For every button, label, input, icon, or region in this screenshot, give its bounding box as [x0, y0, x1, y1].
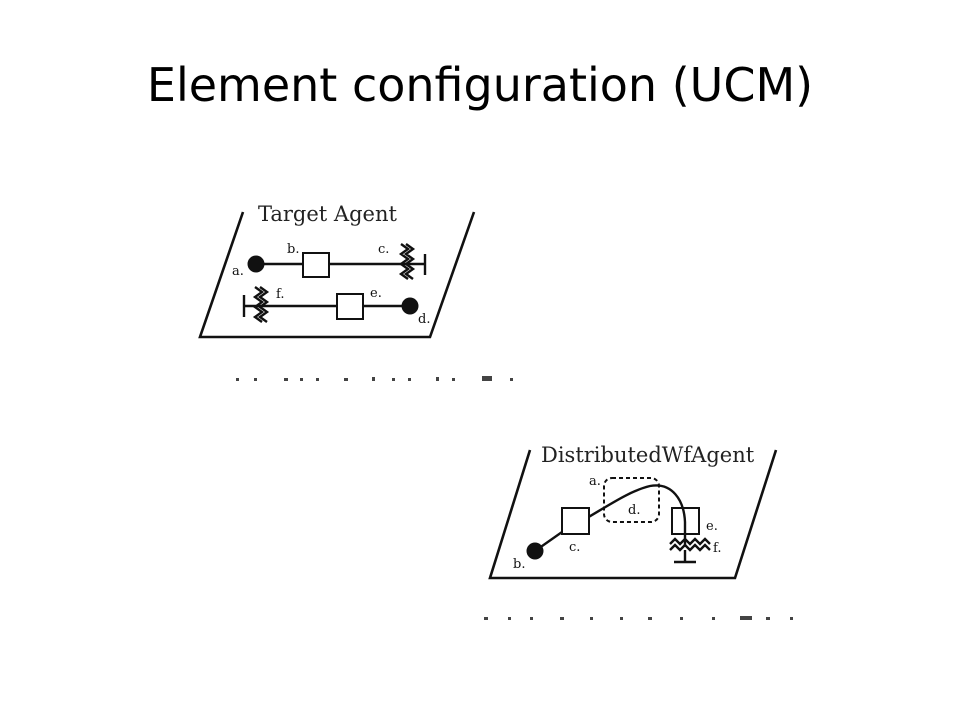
- bottom-start-point: [526, 542, 544, 560]
- bottom-stub-f: [669, 537, 711, 552]
- bottom-responsibility-e: [671, 507, 700, 535]
- bottom-cropped-caption: [484, 616, 793, 620]
- top-label-e: e.: [370, 286, 382, 301]
- top-label-d: d.: [418, 312, 430, 327]
- top-agent-frame: [198, 211, 476, 339]
- bottom-label-f: f.: [713, 541, 721, 556]
- top-start-point: [247, 255, 265, 273]
- bottom-diagram: DistributedWfAgent b. c. a. d. e. f.: [484, 443, 793, 620]
- top-label-b: b.: [287, 242, 299, 257]
- bottom-label-b: b.: [513, 557, 525, 572]
- top-diagram: Target Agent a. b. c. d. e. f.: [198, 202, 513, 381]
- top-stub-f: [252, 286, 270, 323]
- bottom-agent-name: DistributedWfAgent: [541, 443, 755, 467]
- bottom-label-c: c.: [569, 540, 580, 555]
- bottom-responsibility-c: [561, 507, 590, 535]
- top-end-point: [401, 297, 419, 315]
- bottom-agent-frame: [488, 449, 778, 580]
- top-cropped-caption: [236, 376, 513, 381]
- top-responsibility-e: [336, 293, 364, 320]
- bottom-label-d: d.: [628, 503, 640, 518]
- top-label-f: f.: [276, 287, 284, 302]
- top-stub-c: [398, 243, 416, 280]
- top-label-a: a.: [232, 264, 244, 279]
- bottom-label-a: a.: [589, 474, 601, 489]
- top-label-c: c.: [378, 242, 389, 257]
- slide-title: Element configuration (UCM): [146, 58, 814, 112]
- bottom-dashed-stub: [603, 477, 660, 523]
- top-agent-name: Target Agent: [258, 202, 397, 226]
- bottom-path: [534, 484, 687, 552]
- top-responsibility-b: [302, 252, 330, 278]
- bottom-label-e: e.: [706, 519, 718, 534]
